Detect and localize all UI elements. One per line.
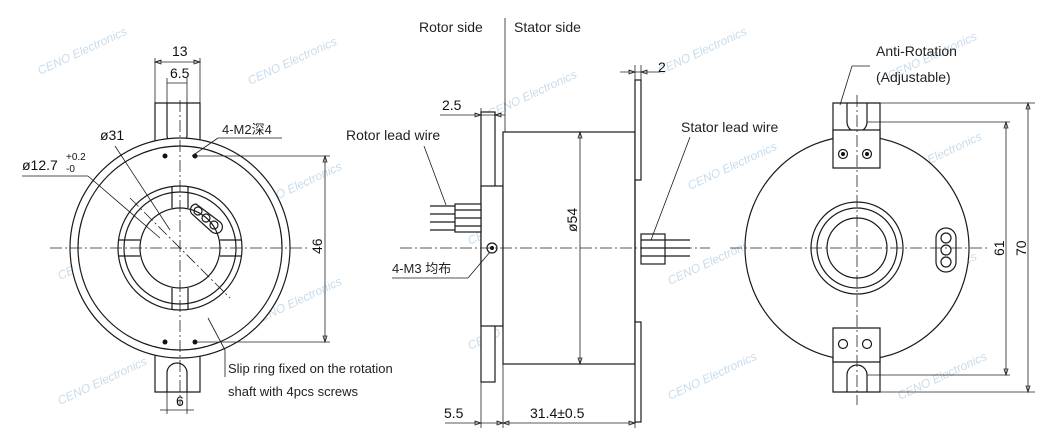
stator-flange-upper xyxy=(634,79,642,181)
watermark: CENO Electronics xyxy=(35,24,129,78)
dimension-dia-54: ø54 xyxy=(564,208,580,232)
tolerance-minus: -0 xyxy=(66,164,75,175)
lower-tab-slot xyxy=(166,362,188,392)
dimension-6: 6 xyxy=(176,393,184,409)
watermark: CENO Electronics xyxy=(485,67,579,121)
dimension-6-5: 6.5 xyxy=(170,65,190,81)
note-line-2: shaft with 4pcs screws xyxy=(228,384,359,399)
arrowheads xyxy=(153,59,202,65)
watermark: CENO Electronics xyxy=(655,24,749,78)
arrowheads xyxy=(322,154,328,344)
wire-hole-frame xyxy=(189,203,223,234)
stator-screw-label: 4-M3 均布 xyxy=(392,261,451,276)
leader-line xyxy=(114,145,171,231)
rotor-hub xyxy=(480,185,504,327)
arrowheads xyxy=(1003,120,1009,377)
rotor-screw-label: 4-M2深4 xyxy=(222,122,272,137)
flange-cutouts xyxy=(118,186,242,310)
tab-hole-center xyxy=(841,152,845,156)
leader-line xyxy=(207,317,226,351)
dimension-2: 2 xyxy=(658,59,666,75)
arrowheads xyxy=(628,69,648,75)
rotor-lead-wire-label: Rotor lead wire xyxy=(346,127,440,143)
stator-lead-wire-label: Stator lead wire xyxy=(681,119,778,135)
dimension-dia-12-7: ø12.7 xyxy=(22,157,58,173)
tolerance-plus: +0.2 xyxy=(66,152,86,163)
upper-tab-plate xyxy=(832,129,881,169)
watermark: CENO Electronics xyxy=(55,354,149,408)
dimension-61: 61 xyxy=(991,240,1007,256)
screw-hole-dot xyxy=(162,153,168,159)
arrowheads xyxy=(474,420,637,426)
stator-flange-lower xyxy=(634,321,642,423)
wire-hole xyxy=(201,213,211,223)
wire-exit-hole xyxy=(940,244,952,256)
tab-hole-center xyxy=(865,152,869,156)
dimension-31-4: 31.4±0.5 xyxy=(530,405,585,421)
lower-tab-plate xyxy=(832,327,881,363)
rotor-end-view: 13 6.5 4-M2深4 ø31 ø12.7 +0.2 -0 46 6 Sli… xyxy=(22,43,393,414)
side-view: Rotor side Stator side Rotor lea xyxy=(346,18,778,428)
screw-hole-dot xyxy=(162,339,168,345)
wire-exit-hole xyxy=(940,256,952,268)
upper-mounting-tab xyxy=(154,102,201,155)
rotor-side-label: Rotor side xyxy=(419,19,483,35)
wire-hole xyxy=(209,220,219,230)
stator-end-view: Anti-Rotation (Adjustable) 61 70 xyxy=(730,43,1035,405)
adjustable-label: (Adjustable) xyxy=(876,69,951,85)
dimension-13: 13 xyxy=(172,43,188,59)
leader-line xyxy=(87,175,161,239)
arrowheads xyxy=(577,130,583,366)
tab-hole xyxy=(861,148,873,160)
leader-line xyxy=(191,137,219,157)
dimension-46: 46 xyxy=(309,238,325,254)
watermark: CENO Electronics xyxy=(895,349,989,403)
arrowheads xyxy=(1025,101,1031,394)
wire-exit-frame xyxy=(935,227,957,273)
note-line-1: Slip ring fixed on the rotation xyxy=(228,361,393,376)
dimension-5-5: 5.5 xyxy=(444,405,464,421)
watermark: CENO Electronics xyxy=(665,349,759,403)
lower-anti-rotation-tab xyxy=(832,334,881,393)
dimension-70: 70 xyxy=(1013,240,1029,256)
dimension-dia-31: ø31 xyxy=(100,127,124,143)
stator-wire-bundle xyxy=(640,233,666,265)
leader-line xyxy=(650,136,691,241)
arrowheads xyxy=(474,112,502,118)
leader-line xyxy=(467,251,491,279)
diagonal-centerline xyxy=(129,197,231,299)
stator-side-label: Stator side xyxy=(514,19,581,35)
watermark: CENO Electronics xyxy=(245,34,339,88)
dimension-2-5: 2.5 xyxy=(442,97,462,113)
lower-mounting-tab xyxy=(154,340,201,393)
wire-exit-hole xyxy=(940,232,952,244)
tab-hole xyxy=(861,338,873,350)
tab-hole xyxy=(837,148,849,160)
leader-line xyxy=(839,65,853,106)
anti-rotation-label: Anti-Rotation xyxy=(876,43,957,59)
tab-hole xyxy=(837,338,849,350)
wire-hole xyxy=(193,206,203,216)
leader-line xyxy=(423,145,447,206)
